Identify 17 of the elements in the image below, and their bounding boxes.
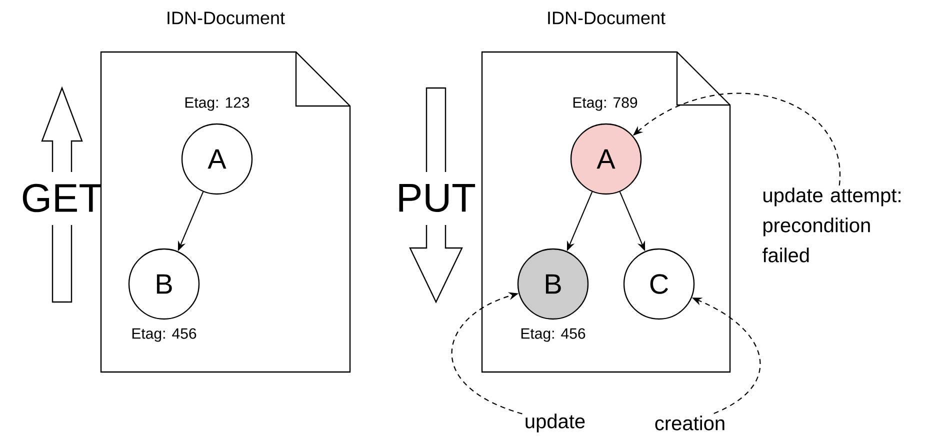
document-title: IDN-Document <box>168 12 285 24</box>
etag-label: Etag: 456 <box>521 328 586 342</box>
circle-node: C <box>623 248 695 320</box>
etag-label: Etag: 456 <box>132 328 196 342</box>
document-title: IDN-Document <box>548 12 666 24</box>
etag-label: Etag: 789 <box>573 97 638 111</box>
arrow <box>451 292 522 414</box>
circle-node: A <box>570 123 642 195</box>
method-label: PUT <box>399 184 476 212</box>
method-label: GET <box>22 184 102 212</box>
etag-label: Etag: 123 <box>185 97 250 111</box>
circle-node: B <box>128 248 200 320</box>
circle-node: B <box>517 248 589 320</box>
annotation-text: creation <box>655 416 724 430</box>
annotation-text: update <box>526 414 585 432</box>
annotation-text: update attempt: precondition failed <box>762 188 900 262</box>
circle-node: A <box>181 123 253 195</box>
